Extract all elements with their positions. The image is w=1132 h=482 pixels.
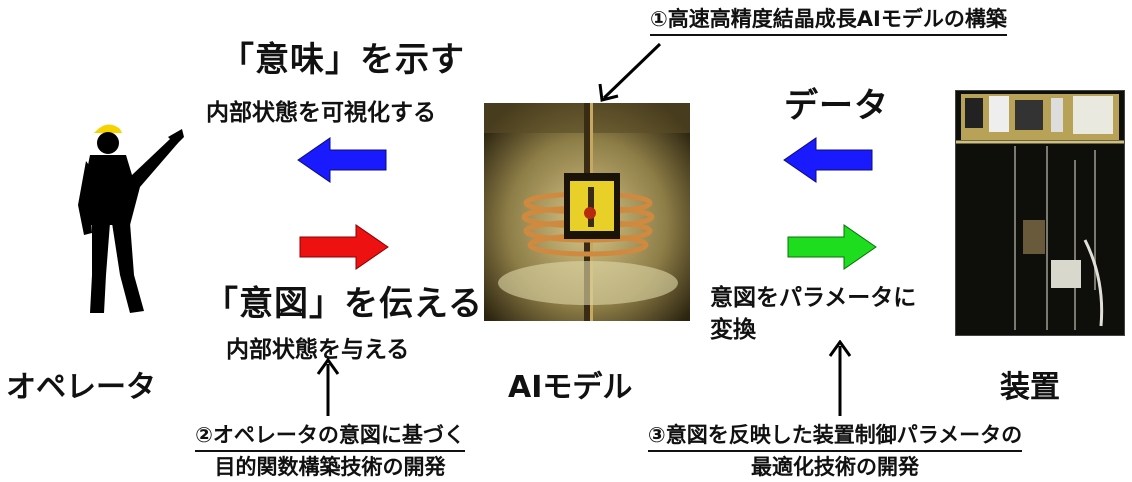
data-label: データ: [784, 86, 889, 126]
meaning-title: 「意味」を示す: [220, 40, 465, 80]
intent-title: 「意図」を伝える: [204, 284, 483, 324]
note-1: ①高速高精度結晶成長AIモデルの構築: [650, 4, 1007, 36]
up-arrow-3: [828, 340, 852, 416]
meaning-subtitle: 内部状態を可視化する: [206, 100, 436, 126]
note-3-line2: 最適化技術の開発: [751, 455, 919, 479]
note-2-line1: ②オペレータの意図に基づく: [195, 420, 465, 452]
ai-model-photo-image: [484, 103, 690, 321]
note-2-line2: 目的関数構築技術の開発: [214, 455, 446, 479]
blue-arrow-left-data: [783, 137, 873, 183]
device-photo-image: [955, 90, 1125, 336]
convert-line2: 変換: [710, 317, 756, 343]
up-arrow-2: [316, 358, 340, 416]
green-arrow-right: [787, 224, 877, 270]
device-label: 装置: [1000, 370, 1060, 405]
red-arrow-right: [299, 224, 389, 270]
blue-arrow-left: [297, 137, 387, 183]
operator-silhouette-icon: [78, 124, 184, 313]
diagonal-arrow-1: [598, 42, 662, 102]
note-3-line1: ③意図を反映した装置制御パラメータの: [647, 420, 1023, 452]
convert-line1: 意図をパラメータに: [710, 285, 917, 311]
ai-model-label: AIモデル: [508, 370, 633, 405]
note-2: ②オペレータの意図に基づく 目的関数構築技術の開発: [160, 420, 500, 482]
note-3: ③意図を反映した装置制御パラメータの 最適化技術の開発: [600, 420, 1070, 482]
intent-subtitle: 内部状態を与える: [226, 337, 410, 363]
operator-label: オペレータ: [6, 370, 156, 405]
note-1-text: ①高速高精度結晶成長AIモデルの構築: [650, 4, 1007, 36]
